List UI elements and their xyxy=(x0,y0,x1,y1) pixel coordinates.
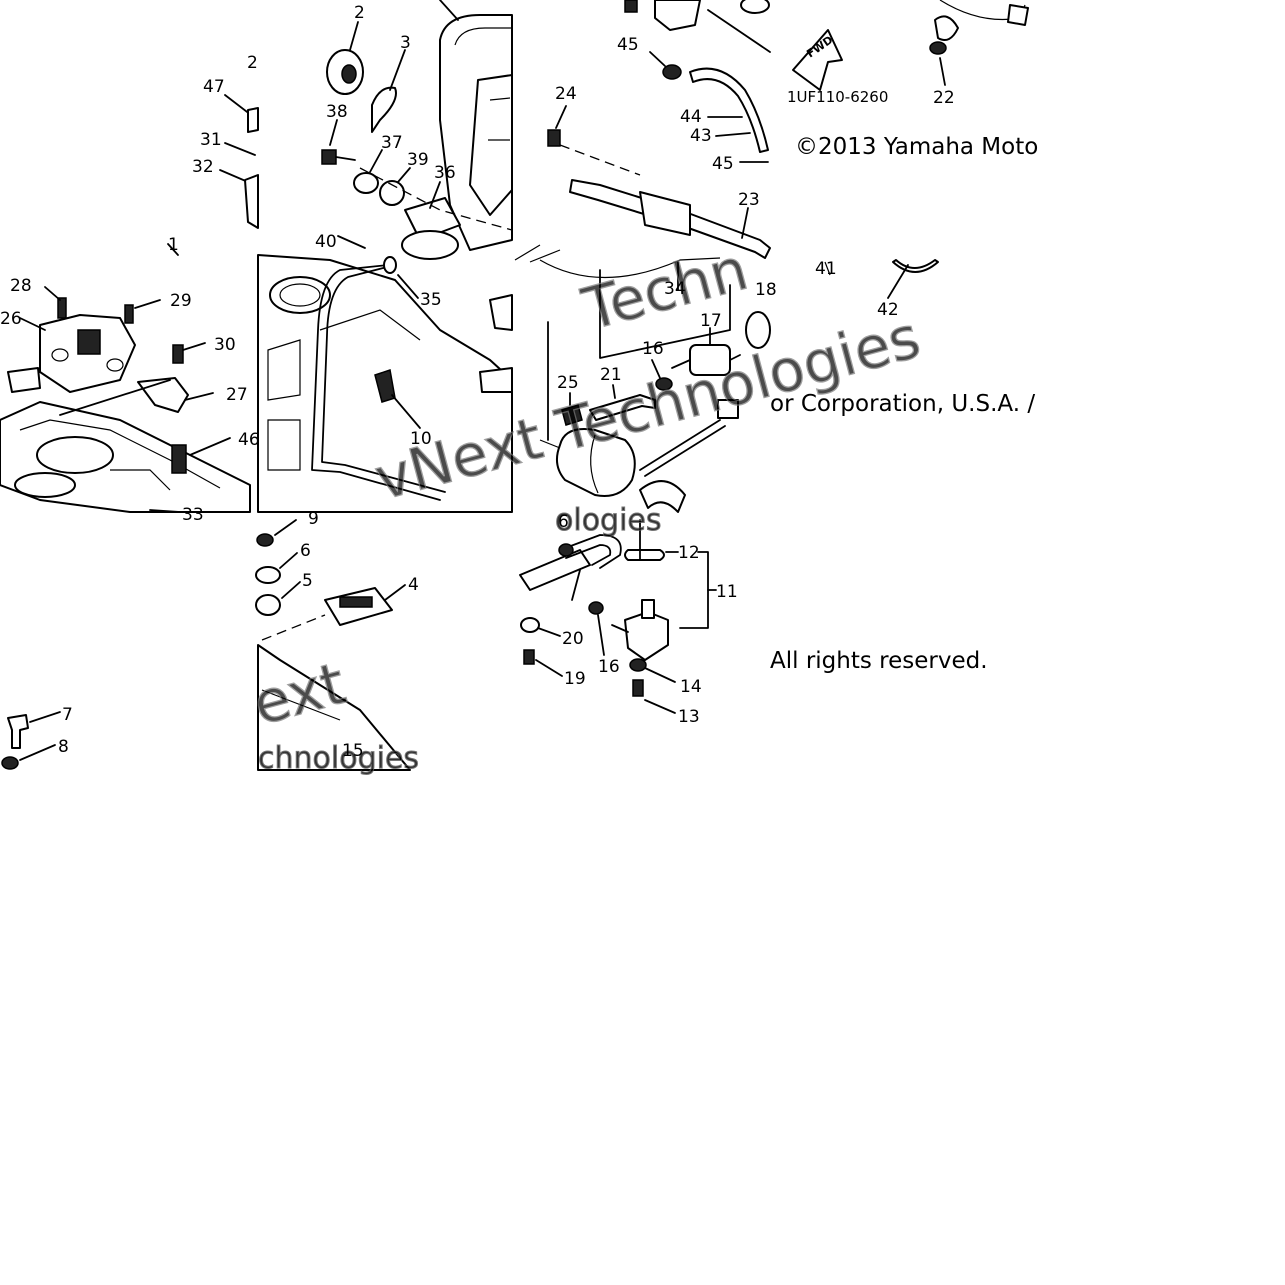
callout-35: 35 xyxy=(420,290,442,310)
copyright-line-2: or Corporation, U.S.A. / xyxy=(770,391,1035,417)
callout-37: 37 xyxy=(381,133,403,153)
callout-9: 9 xyxy=(308,509,319,529)
tile-far-right xyxy=(792,0,1029,299)
tile-middle-right xyxy=(539,257,771,513)
callout-20: 20 xyxy=(562,629,584,649)
callout-44: 44 xyxy=(680,107,702,127)
callout-4: 4 xyxy=(408,575,419,595)
callout-2: 2 xyxy=(354,3,365,23)
callout-33: 33 xyxy=(182,505,204,525)
callout-27: 27 xyxy=(226,385,248,405)
watermark-text-4: chnologies xyxy=(258,741,419,776)
callout-12: 12 xyxy=(678,543,700,563)
callout-28: 28 xyxy=(10,276,32,296)
watermark-text-5: ologies xyxy=(555,503,662,538)
callout-16: 16 xyxy=(642,339,664,359)
tile-top-middle xyxy=(321,0,513,260)
callouts: 1 2 2 3 4 5 6 6 7 8 9 10 11 12 13 14 15 … xyxy=(0,3,955,761)
callout-43: 43 xyxy=(690,126,712,146)
drawing-code: 1UF110-6260 xyxy=(787,88,888,106)
callout-15: 15 xyxy=(342,741,364,761)
callout-17: 17 xyxy=(700,311,722,331)
tile-middle xyxy=(257,254,513,513)
callout-45: 45 xyxy=(617,35,639,55)
tile-upper-left xyxy=(0,94,259,513)
callout-45b: 45 xyxy=(712,154,734,174)
callout-31: 31 xyxy=(200,130,222,150)
callout-30: 30 xyxy=(214,335,236,355)
callout-13: 13 xyxy=(678,707,700,727)
callout-46: 46 xyxy=(238,430,260,450)
tile-top-right xyxy=(514,0,771,263)
callout-29: 29 xyxy=(170,291,192,311)
callout-32: 32 xyxy=(192,157,214,177)
callout-14: 14 xyxy=(680,677,702,697)
callout-39: 39 xyxy=(407,150,429,170)
callout-3: 3 xyxy=(400,33,411,53)
callout-7: 7 xyxy=(62,705,73,725)
tile-lower-left xyxy=(1,711,61,770)
callout-11: 11 xyxy=(716,582,738,602)
callout-8: 8 xyxy=(58,737,69,757)
callout-34: 34 xyxy=(664,279,686,299)
callout-6b: 6 xyxy=(558,512,569,532)
callout-36: 36 xyxy=(434,163,456,183)
callout-10: 10 xyxy=(410,429,432,449)
callout-19: 19 xyxy=(564,669,586,689)
callout-24: 24 xyxy=(555,84,577,104)
callout-2b: 2 xyxy=(247,53,258,73)
copyright-line: ©2013 Yamaha Moto xyxy=(795,134,1038,160)
callout-41: 41 xyxy=(815,259,837,279)
callout-25: 25 xyxy=(557,373,579,393)
callout-47: 47 xyxy=(203,77,225,97)
callout-23: 23 xyxy=(738,190,760,210)
tile-lower-right xyxy=(519,519,717,714)
callout-38: 38 xyxy=(326,102,348,122)
callout-6: 6 xyxy=(300,541,311,561)
callout-22: 22 xyxy=(933,88,955,108)
callout-5: 5 xyxy=(302,571,313,591)
callout-40: 40 xyxy=(315,232,337,252)
callout-18: 18 xyxy=(755,280,777,300)
callout-21: 21 xyxy=(600,365,622,385)
callout-26: 26 xyxy=(0,309,22,329)
callout-16b: 16 xyxy=(598,657,620,677)
callout-1: 1 xyxy=(168,235,179,255)
callout-42: 42 xyxy=(877,300,899,320)
rights-text: All rights reserved. xyxy=(770,648,988,674)
tile-lower-middle xyxy=(255,519,411,771)
